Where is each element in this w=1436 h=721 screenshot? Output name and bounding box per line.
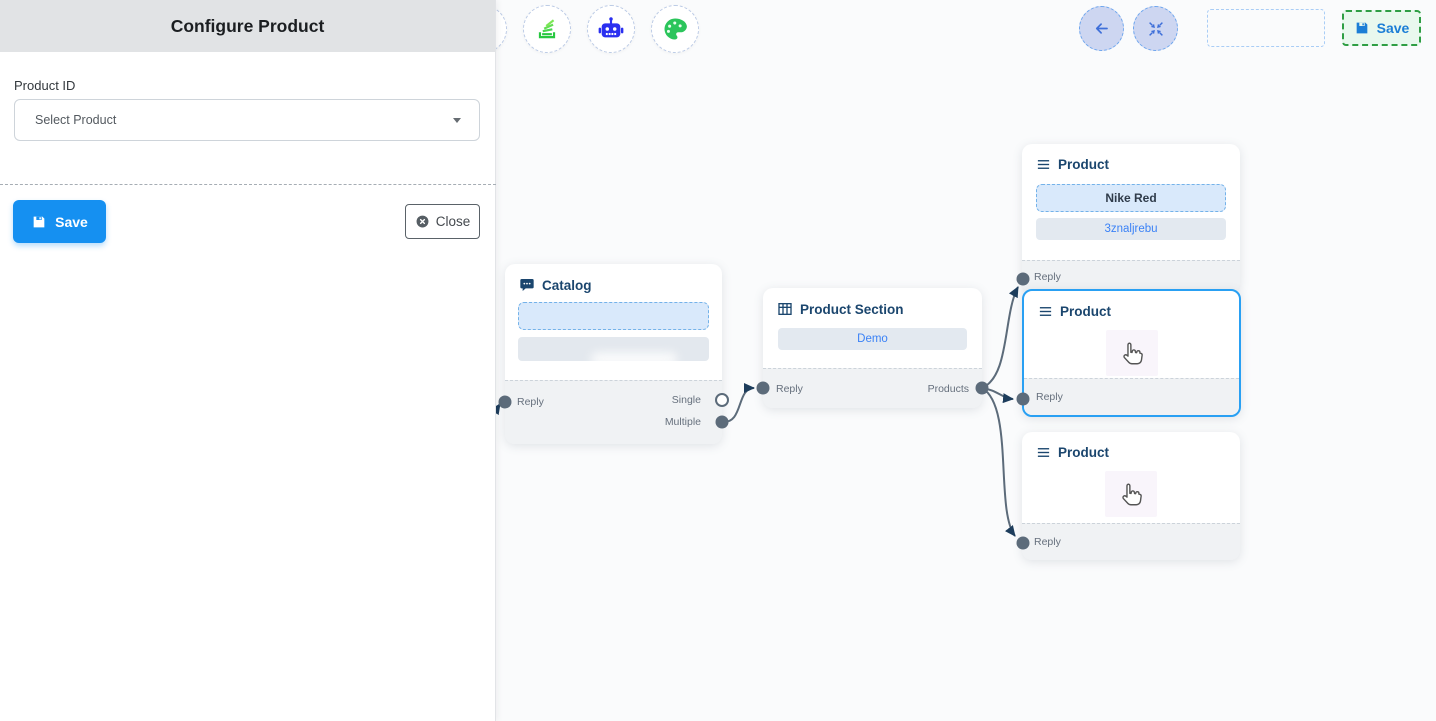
palette-tool-button[interactable] (651, 5, 699, 53)
product-node-top[interactable]: Product Nike Red 3znaljrebu Reply (1022, 144, 1240, 292)
port-label-reply: Reply (776, 382, 803, 395)
product-node-header: Product (1022, 144, 1240, 181)
fit-view-icon (1148, 21, 1163, 36)
port-label-products: Products (927, 382, 969, 395)
bot-tool-button[interactable] (587, 5, 635, 53)
product-node-title: Product (1058, 157, 1110, 172)
product-section-title: Product Section (800, 301, 904, 317)
product-node-title: Product (1058, 445, 1110, 460)
product-node-bottom[interactable]: Product Reply (1022, 432, 1240, 560)
chevron-down-icon (453, 117, 461, 123)
chat-bubble-icon (520, 279, 534, 291)
catalog-empty-field[interactable] (518, 302, 709, 330)
save-button[interactable]: Save (13, 200, 106, 243)
port-label-reply: Reply (1036, 391, 1063, 403)
robot-icon (598, 17, 624, 38)
catalog-node-footer: Reply Single Multiple (505, 380, 722, 444)
hand-pointer-icon (1122, 483, 1142, 506)
port-label-single: Single (671, 394, 701, 406)
port-label-reply: Reply (1034, 270, 1061, 283)
product-node-footer: Reply (1022, 260, 1240, 292)
product-section-node[interactable]: Product Section Demo Reply Products (763, 288, 982, 408)
product-node-footer: Reply (1022, 523, 1240, 560)
fit-view-button[interactable] (1133, 6, 1178, 51)
stack-icon (538, 19, 556, 39)
close-circle-icon (416, 215, 429, 228)
table-grid-icon (778, 303, 792, 315)
product-node-footer: Reply (1024, 378, 1239, 415)
product-id-select[interactable]: Select Product (14, 99, 480, 141)
port-label-multiple: Multiple (664, 416, 701, 428)
edge-products-to-product-bottom (981, 387, 1016, 537)
catalog-node-header: Catalog (505, 264, 722, 302)
catalog-node-title: Catalog (542, 277, 592, 293)
select-value: Select Product (35, 113, 117, 127)
product-section-footer: Reply Products (763, 368, 982, 408)
edge-products-to-product-middle (981, 387, 1014, 404)
product-primary-label: Nike Red (1105, 191, 1157, 205)
flow-canvas[interactable]: Save Catalog Reply Single Multiple (496, 0, 1436, 721)
save-button-label: Save (55, 213, 88, 230)
edge-multiple-to-section-reply (721, 383, 755, 424)
product-id-box[interactable]: 3znaljrebu (1036, 218, 1226, 240)
panel-divider (0, 184, 496, 185)
product-node-middle-selected[interactable]: Product Reply (1022, 289, 1241, 417)
back-arrow-icon (1095, 23, 1108, 34)
empty-dropzone[interactable] (1207, 9, 1325, 47)
canvas-save-label: Save (1376, 20, 1410, 36)
hand-cursor-placeholder (1105, 330, 1158, 376)
product-id-label: Product ID (14, 78, 76, 93)
menu-bars-icon (1039, 307, 1052, 316)
blurred-content (590, 353, 677, 361)
product-node-header: Product (1024, 291, 1239, 328)
catalog-node[interactable]: Catalog Reply Single Multiple (505, 264, 722, 444)
product-primary-field[interactable]: Nike Red (1036, 184, 1226, 212)
close-button[interactable]: Close (405, 204, 480, 239)
demo-section-button[interactable]: Demo (778, 328, 967, 350)
save-floppy-icon (33, 216, 45, 227)
product-node-title: Product (1060, 304, 1112, 319)
palette-icon (664, 18, 687, 40)
edge-products-to-product-top (981, 286, 1019, 389)
product-node-header: Product (1022, 432, 1240, 469)
configure-product-panel: Configure Product Product ID Select Prod… (0, 0, 496, 721)
port-label-reply: Reply (517, 396, 544, 408)
clipped-tool-button[interactable] (496, 5, 507, 53)
canvas-save-button[interactable]: Save (1342, 10, 1421, 46)
port-label-reply: Reply (1034, 536, 1061, 548)
close-button-label: Close (435, 214, 471, 229)
menu-bars-icon (1037, 448, 1050, 457)
page-title: Configure Product (170, 15, 325, 36)
menu-bars-icon (1037, 160, 1050, 169)
edge-into-catalog-reply (496, 403, 501, 416)
product-id-label: 3znaljrebu (1104, 223, 1158, 235)
demo-section-label: Demo (857, 333, 888, 345)
hand-cursor-placeholder (1105, 471, 1157, 517)
save-floppy-icon (1356, 22, 1367, 34)
catalog-value-box[interactable] (518, 337, 709, 361)
hand-pointer-icon (1122, 342, 1143, 365)
stack-tool-button[interactable] (523, 5, 571, 53)
panel-header: Configure Product (0, 0, 495, 52)
back-button[interactable] (1079, 6, 1124, 51)
product-section-header: Product Section (763, 288, 982, 326)
